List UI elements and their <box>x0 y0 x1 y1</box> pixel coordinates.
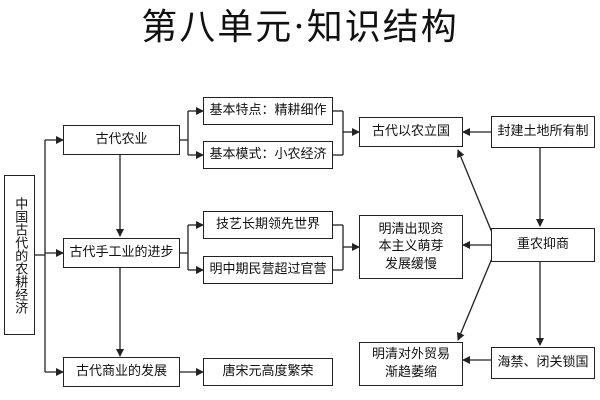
craft-skill-box: 技艺长期领先世界 <box>203 211 333 239</box>
agri-state-box: 古代以农立国 <box>359 117 463 147</box>
agri-state-label: 古代以农立国 <box>371 124 450 140</box>
land-system-label: 封建土地所有制 <box>497 124 589 140</box>
land-system-box: 封建土地所有制 <box>491 116 595 148</box>
foreign-trade-box: 明清对外贸易 渐趋萎缩 <box>359 342 463 386</box>
root-label: 中国古代的农耕经济 <box>12 196 28 314</box>
craft-box: 古代手工业的进步 <box>63 238 180 268</box>
agri-mode-label: 基本模式：小农经济 <box>209 147 327 163</box>
craft-private-label: 明中期民营超过官营 <box>209 262 327 278</box>
agri-mode-box: 基本模式：小农经济 <box>203 141 333 169</box>
agri-features-label: 基本特点：精耕细作 <box>209 103 327 119</box>
foreign-trade-label: 明清对外贸易 渐趋萎缩 <box>371 347 450 380</box>
haijin-label: 海禁、闭关锁国 <box>497 355 589 371</box>
commerce-box: 古代商业的发展 <box>63 357 180 387</box>
craft-skill-label: 技艺长期领先世界 <box>215 217 320 233</box>
agri-box: 古代农业 <box>63 125 180 155</box>
agri-label: 古代农业 <box>95 132 148 148</box>
arrow-suppress-to-trade <box>457 255 494 341</box>
agri-features-box: 基本特点：精耕细作 <box>203 97 333 125</box>
arrow-suppress-to-agri-state <box>456 149 494 236</box>
craft-label: 古代手工业的进步 <box>69 245 174 261</box>
capitalism-label: 明清出现资 本主义萌芽 发展缓慢 <box>378 221 444 272</box>
suppress-commerce-box: 重农抑商 <box>491 228 595 262</box>
capitalism-box: 明清出现资 本主义萌芽 发展缓慢 <box>359 215 463 279</box>
suppress-commerce-label: 重农抑商 <box>516 237 569 253</box>
haijin-box: 海禁、闭关锁国 <box>491 347 595 379</box>
tang-song-label: 唐宋元高度繁荣 <box>222 364 314 380</box>
commerce-label: 古代商业的发展 <box>75 364 167 380</box>
root-box: 中国古代的农耕经济 <box>4 175 35 335</box>
page-title: 第八单元·知识结构 <box>141 7 459 48</box>
craft-private-box: 明中期民营超过官营 <box>203 256 333 284</box>
tang-song-box: 唐宋元高度繁荣 <box>203 358 333 386</box>
